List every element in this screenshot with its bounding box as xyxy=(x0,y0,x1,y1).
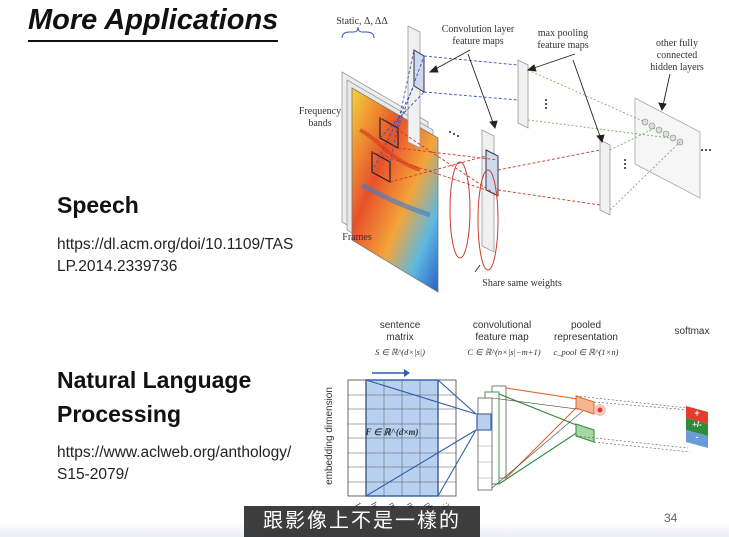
share-oval-2 xyxy=(477,169,499,271)
pooled-label-1: pooled xyxy=(570,320,602,331)
fc-layers-label: other fully connected hidden layers xyxy=(650,38,704,73)
softmax-class-negative xyxy=(686,430,708,448)
share-oval-1 xyxy=(449,161,471,259)
embedding-dimension-label: embedding dimension xyxy=(324,387,335,485)
softmax-label: softmax xyxy=(674,326,710,337)
conv-map-formula: C ∈ ℝ^(n×|s|−m+1) xyxy=(467,347,541,357)
svg-text:phone: phone xyxy=(423,501,441,509)
pooled-formula: c_pool ∈ ℝ^(1×n) xyxy=(553,347,619,357)
speech-heading: Speech xyxy=(57,192,139,218)
share-weights-label: Share same weights xyxy=(482,278,562,289)
maxpool-label: max pooling feature maps xyxy=(537,28,589,51)
pooled-cell-1 xyxy=(575,395,595,415)
token-labels: 1 have my new phone :) xyxy=(353,501,451,509)
slide-title: More Applications xyxy=(28,4,279,36)
maxpool-map-2 xyxy=(599,139,611,216)
conv-map-label-1: convolutional xyxy=(472,320,532,331)
class-positive-label: + xyxy=(694,408,700,418)
softmax-outputs xyxy=(686,406,708,448)
svg-text:new: new xyxy=(405,501,420,509)
svg-text::): :) xyxy=(441,501,451,509)
video-subtitle: 跟影像上不是一樣的 xyxy=(244,506,480,537)
static-delta-label: Static, Δ, ΔΔ xyxy=(336,16,388,27)
title-underline xyxy=(28,40,278,42)
class-negative-label: - xyxy=(695,432,699,442)
sentence-matrix xyxy=(347,379,457,497)
svg-text:1: 1 xyxy=(353,501,363,509)
svg-text:have: have xyxy=(369,501,385,509)
blue-connections xyxy=(371,49,519,173)
spectrogram xyxy=(351,87,439,293)
green-connections xyxy=(527,69,681,211)
sentence-matrix-label-1: sentence xyxy=(379,320,421,331)
svg-text:my: my xyxy=(387,501,400,509)
page-number: 34 xyxy=(664,511,678,525)
nlp-cnn-figure: 1 have my new phone :) xyxy=(347,369,708,509)
conv-feature-maps xyxy=(476,385,507,491)
speech-link[interactable]: https://dl.acm.org/doi/10.1109/TASLP.201… xyxy=(57,236,294,275)
filter-lines xyxy=(365,379,477,497)
conv-layer-label: Convolution layer feature maps xyxy=(441,24,515,47)
dropout-dot xyxy=(597,407,603,413)
frames-label: Frames xyxy=(342,232,372,243)
nlp-heading-line1: Natural Language xyxy=(57,367,252,393)
sentence-matrix-label-2: matrix xyxy=(386,332,414,343)
maxpool-map-1 xyxy=(517,59,529,129)
conv-map-label-2: feature map xyxy=(475,332,529,343)
pooled-label-2: representation xyxy=(554,332,618,343)
pooled-cell-2 xyxy=(575,423,595,443)
filter-formula: F ∈ ℝ^(d×m) xyxy=(365,427,419,437)
conv-active-cell xyxy=(476,413,492,431)
sentence-matrix-formula: S ∈ ℝ^(d×|s|) xyxy=(375,347,425,357)
nlp-heading-line2: Processing xyxy=(57,401,181,427)
frequency-bands-label: Frequency bands xyxy=(298,106,342,129)
red-connections xyxy=(371,117,601,206)
nlp-link[interactable]: https://www.aclweb.org/anthology/S15-207… xyxy=(57,444,292,483)
speech-cnn-figure xyxy=(341,25,711,293)
fc-layer xyxy=(634,97,701,199)
class-neutral-label: +/- xyxy=(692,420,702,429)
